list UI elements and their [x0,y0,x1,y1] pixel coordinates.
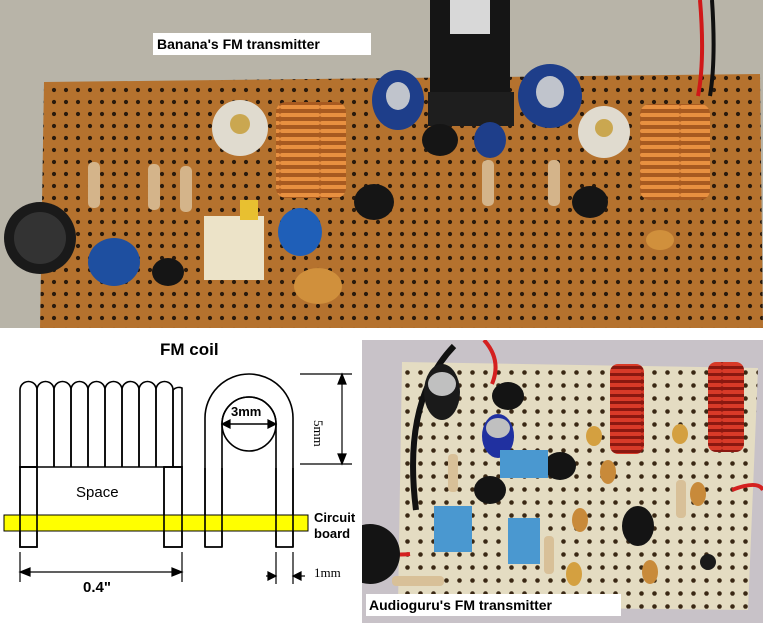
coil-height-label: 5mm [311,420,326,447]
lead-spacing-label: 1mm [314,565,341,580]
diagram-title: FM coil [160,340,219,359]
audioguru-transmitter-photo [362,340,763,623]
top-photo-caption: Banana's FM transmitter [153,33,371,55]
banana-transmitter-photo [0,0,763,328]
fm-coil-diagram [0,328,360,623]
circuit-board-label: Circuit board [314,510,356,541]
circuit-board [3,514,309,532]
coil-diameter-label: 3mm [231,404,262,419]
bottom-photo-caption: Audioguru's FM transmitter [366,594,621,616]
coil-length-label: 0.4" [83,579,111,596]
space-label: Space [76,484,119,501]
